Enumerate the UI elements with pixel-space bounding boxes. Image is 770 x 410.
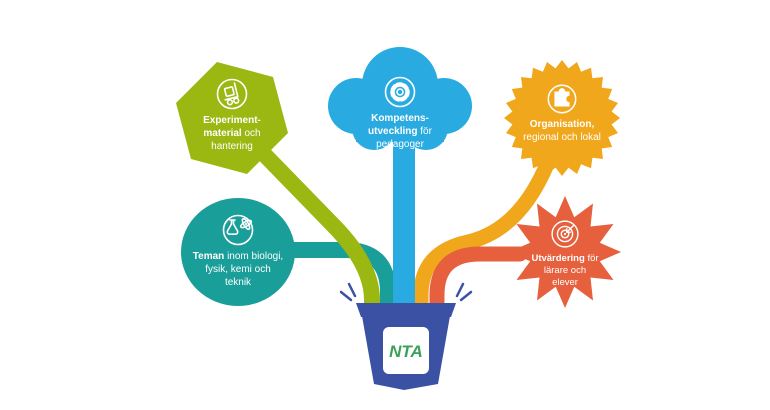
stem-utvardering [429, 246, 528, 320]
cloud-shape [328, 47, 472, 150]
hexagon-shape [176, 62, 288, 174]
pot-rim [356, 303, 456, 317]
pot-accent-right [455, 282, 473, 302]
seal-shape [504, 60, 620, 176]
pot-accent-left [339, 282, 357, 302]
starburst-shape [509, 196, 621, 308]
ellipse-shape [181, 198, 295, 306]
stem-experiment [252, 142, 380, 320]
pot-label-text: NTA [389, 342, 423, 361]
stems-group [252, 129, 556, 323]
stem-organisation [413, 154, 556, 320]
pot: NTA [339, 282, 473, 390]
pot-label-plate [383, 327, 429, 374]
